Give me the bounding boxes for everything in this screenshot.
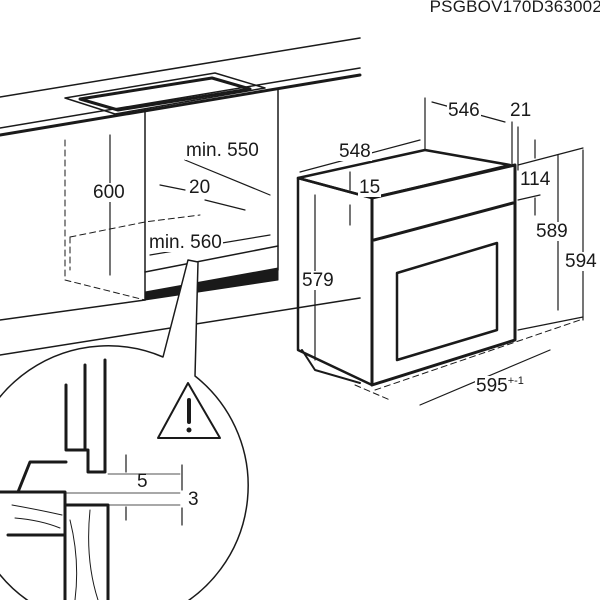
oven-body-depth-label: 548	[338, 141, 372, 162]
warning-icon	[157, 382, 221, 439]
detail-callout	[0, 259, 249, 600]
cabinet-min-width-label: min. 560	[148, 232, 223, 253]
oven-front-thickness-label: 21	[509, 100, 533, 121]
cabinet-min-depth-label: min. 550	[185, 140, 260, 161]
model-code: PSGBOV170D363002	[429, 0, 600, 16]
oven-front-height-label: 589	[535, 221, 569, 242]
detail-clearance-3-label: 3	[188, 489, 199, 510]
cabinet	[0, 37, 362, 356]
oven-body-height-label: 579	[301, 270, 335, 291]
oven-top-offset-label: 15	[358, 177, 382, 198]
oven-panel-height-label: 114	[519, 169, 552, 190]
oven-total-height-label: 594	[564, 251, 598, 272]
cabinet-height-label: 600	[92, 182, 126, 203]
oven-width-tolerance: +-1	[507, 375, 524, 387]
oven-width-label: 595+-1	[475, 375, 525, 397]
cabinet-gap-label: 20	[188, 177, 212, 198]
oven-total-depth-label: 546	[447, 100, 481, 121]
oven	[296, 97, 584, 406]
detail-clearance-5-label: 5	[137, 471, 148, 492]
oven-width-value: 595	[476, 375, 508, 397]
